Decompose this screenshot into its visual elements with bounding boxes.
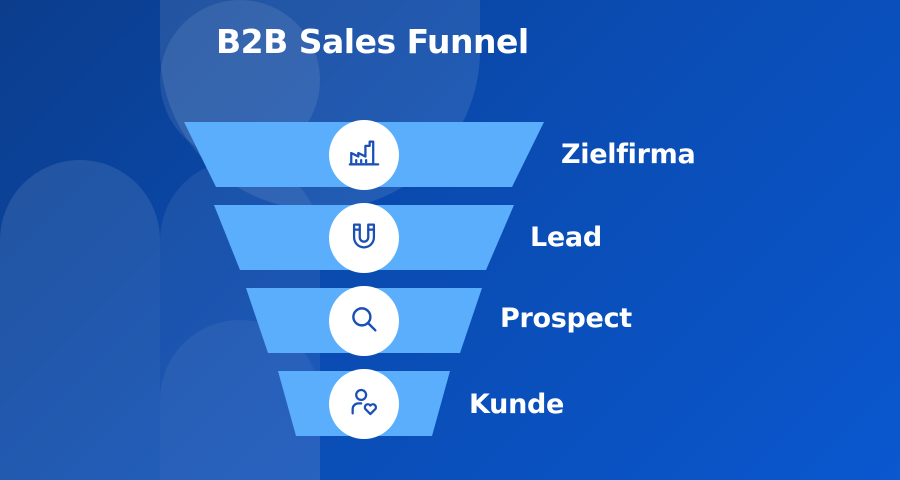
- stage-label-kunde: Kunde: [469, 389, 565, 420]
- stage-label-lead: Lead: [530, 222, 602, 253]
- stage-icon-circle: [329, 120, 399, 190]
- stage-label-zielfirma: Zielfirma: [561, 139, 696, 170]
- user-heart-icon: [347, 385, 381, 423]
- magnet-icon: [347, 219, 381, 257]
- stage-icon-circle: [329, 369, 399, 439]
- search-icon: [347, 302, 381, 340]
- stage-icon-circle: [329, 286, 399, 356]
- page-title: B2B Sales Funnel: [216, 22, 529, 61]
- stage-label-prospect: Prospect: [500, 303, 632, 334]
- stage-icon-circle: [329, 203, 399, 273]
- background-shape: [0, 160, 160, 480]
- factory-icon: [347, 136, 381, 174]
